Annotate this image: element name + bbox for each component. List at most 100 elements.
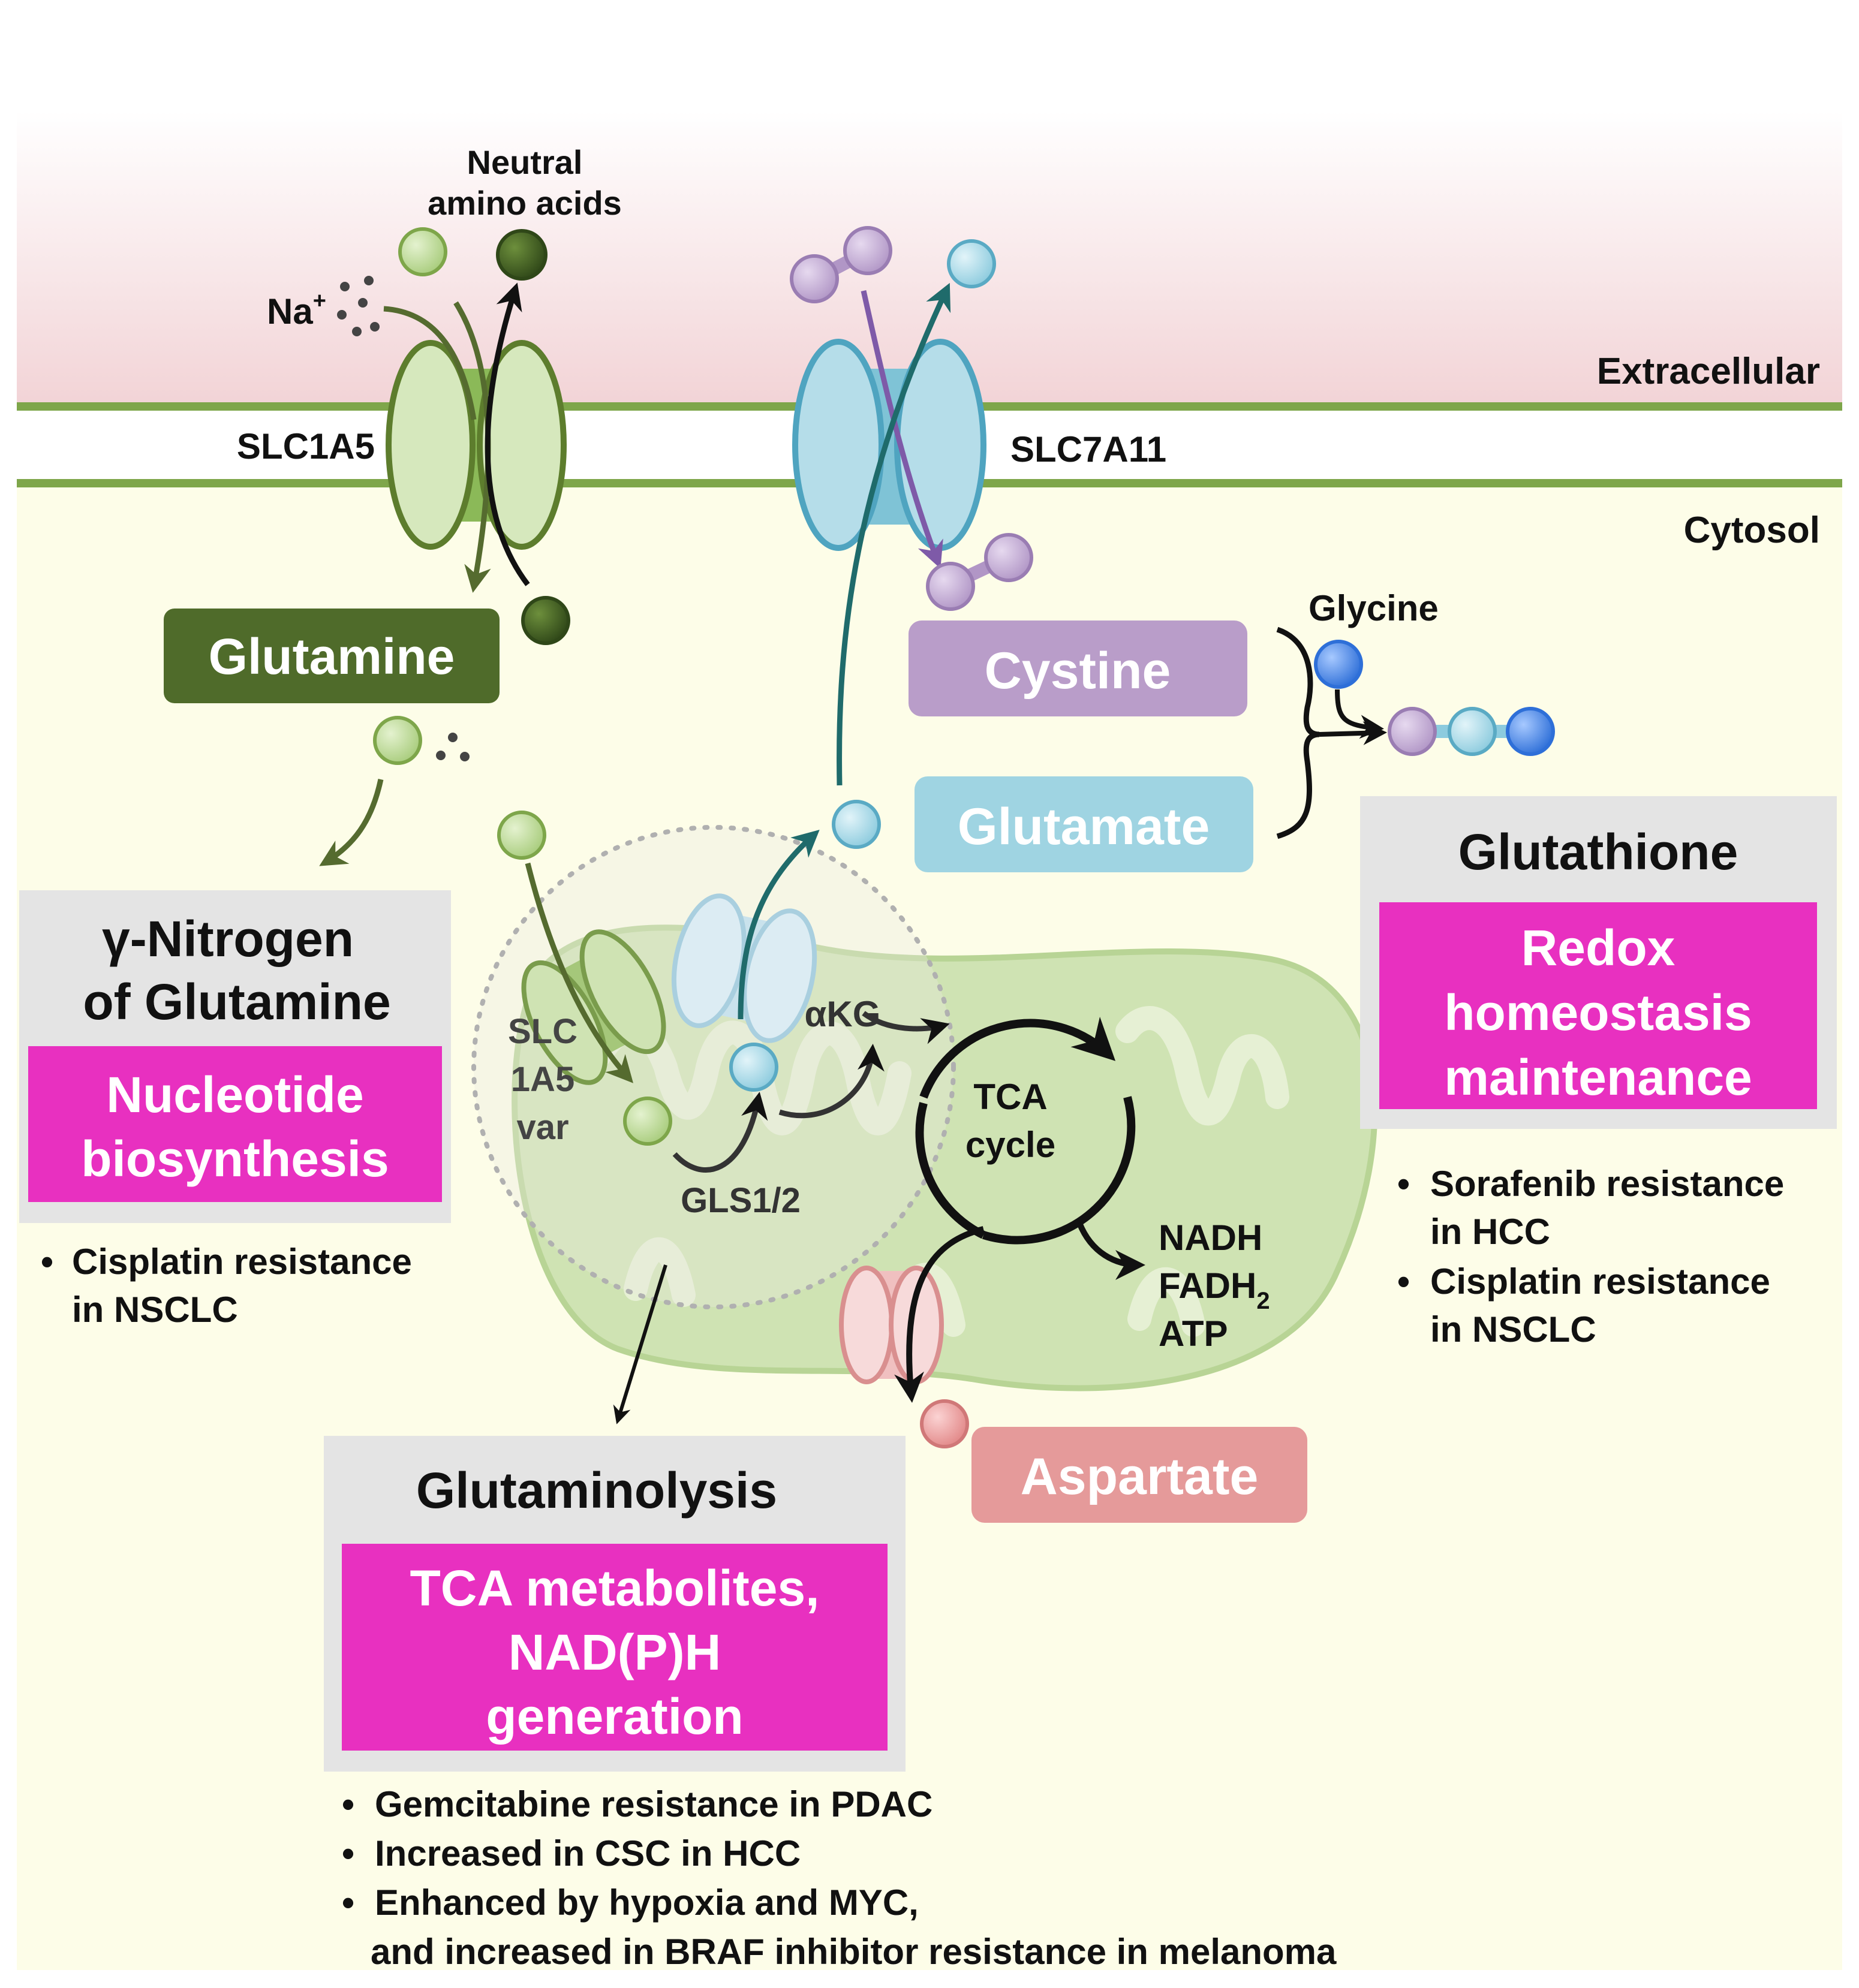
nitrogen-box-title-line2: of Glutamine [83,974,390,1030]
glutaminolysis-function-line3: generation [486,1688,743,1745]
fadh2-label: FADH2 [1159,1266,1270,1314]
glutaminolysis-function-box [342,1544,888,1751]
cystine-pill [909,621,1247,716]
glutamate-label: Glutamate [958,798,1210,856]
glutaminolysis-note-1: Gemcitabine resistance in PDAC [375,1784,932,1824]
tca-cycle [915,1016,1136,1245]
glutathione-note-1-line1: Sorafenib resistance [1430,1164,1784,1204]
arrow-glutamate-to-akg [778,1044,885,1119]
glutamate-pill [915,776,1253,872]
slc1a5-var-label: SLC 1A5 var [508,1012,577,1147]
svg-text:1A5: 1A5 [511,1060,574,1099]
neutral-amino-acids-label-line2: amino acids [428,184,622,222]
glutaminolysis-note-3-line2: and increased in BRAF inhibitor resistan… [371,1932,1337,1972]
tca-label-line1: TCA [973,1077,1047,1117]
cystine-label: Cystine [985,642,1171,700]
aspartate-transporter [839,1266,944,1384]
arrow-cystine-into-cell [861,290,943,569]
glutathione-function-line3: maintenance [1444,1049,1752,1106]
glutathione-box: Glutathione Redox homeostasis maintenanc… [1360,796,1837,1129]
glutathione-function-line1: Redox [1521,920,1675,976]
glutamate-molecule-cytosol [832,800,881,849]
arrow-tca-to-energy [1076,1222,1145,1280]
glutathione-note-1-line2: in HCC [1430,1212,1550,1252]
akg-label: αKG [805,994,881,1034]
glutamine-molecule [373,716,422,765]
cytosol-label: Cytosol [1684,510,1820,551]
arrow-tca-to-aspartate [894,1226,985,1403]
svg-text:SLC: SLC [508,1012,577,1051]
nitrogen-function-line2: biosynthesis [81,1131,389,1187]
aspartate-pill [971,1427,1307,1523]
glutathione-note-2-line1: Cisplatin resistance [1430,1261,1770,1302]
glutaminolysis-note-2: Increased in CSC in HCC [375,1833,801,1873]
cystine-molecule-cytosol [926,533,1033,611]
slc7a11-transporter [792,339,986,551]
svg-text:•: • [342,1784,354,1824]
glycine-label: Glycine [1308,588,1439,628]
glutathione-bracket [1276,626,1320,839]
arrow-akg-to-tca [862,1011,950,1044]
nitrogen-notes: • Cisplatin resistance in NSCLC [41,1242,412,1330]
ammonia-dots [436,733,470,761]
arrow-gls-reaction [672,1092,768,1173]
neutral-amino-acids-label-line1: Neutral [467,143,583,181]
mito-glutamate-transporter [671,893,817,1043]
glutaminolysis-notes: • Gemcitabine resistance in PDAC • Incre… [342,1784,1337,1972]
glutaminolysis-note-3-line1: Enhanced by hypoxia and MYC, [375,1882,919,1923]
glutaminolysis-function-line1: TCA metabolites, [410,1560,820,1616]
glutamate-molecule-extracellular [947,239,996,288]
svg-text:•: • [342,1833,354,1873]
glutaminolysis-box: Glutaminolysis TCA metabolites, NAD(P)H … [324,1436,906,1772]
glutamine-pill [164,609,500,703]
glutathione-molecule [1388,707,1555,756]
extracellular-label: Extracellular [1597,351,1820,392]
glutaminolysis-function-line2: NAD(P)H [509,1624,721,1680]
glutamine-label: Glutamine [209,628,455,685]
sodium-ion-dots [337,276,380,336]
glutamate-molecule-in-mito [729,1043,778,1092]
slc1a5-transporter [386,340,567,550]
nitrogen-note-1-line2: in NSCLC [72,1290,238,1330]
slc1a5-label: SLC1A5 [237,426,375,466]
glutamine-molecule-to-mito [497,811,546,860]
svg-text:•: • [1397,1261,1410,1302]
glutathione-box-title: Glutathione [1458,824,1738,880]
nitrogen-box: γ-Nitrogen of Glutamine Nucleotide biosy… [19,890,451,1223]
arrow-glutamate-out [837,282,951,786]
nitrogen-function-line1: Nucleotide [106,1067,363,1123]
svg-text:•: • [1397,1164,1410,1204]
arrow-glutamine-into-mito [525,862,634,1083]
arrow-na-into-cell [383,306,477,420]
glutathione-function-line2: homeostasis [1444,984,1752,1041]
glutamine-molecule-in-mito [623,1097,672,1146]
cystine-molecule-extracellular [790,226,892,303]
slc7a11-label: SLC7A11 [1010,429,1166,469]
nitrogen-note-1-line1: Cisplatin resistance [72,1242,412,1282]
glutathione-notes: • Sorafenib resistance in HCC • Cisplati… [1397,1164,1784,1350]
nitrogen-box-title-line1: γ-Nitrogen [102,911,354,967]
nadh-label: NADH [1159,1218,1262,1258]
neutral-amino-acid-dark [496,229,548,281]
nitrogen-function-box [28,1046,442,1202]
glutaminolysis-box-title: Glutaminolysis [416,1462,777,1519]
neutral-amino-acid-dark-cytosol [521,596,570,645]
tca-label-line2: cycle [965,1125,1055,1165]
aspartate-label: Aspartate [1021,1448,1259,1505]
na-ion-label: Na+ [267,288,326,332]
arrow-glutamine-to-nitrogen [319,779,384,866]
atp-label: ATP [1159,1314,1228,1354]
arrow-glutamate-out-of-mito [738,830,820,1020]
arrow-to-glutathione [1319,721,1387,745]
svg-text:•: • [342,1882,354,1923]
neutral-amino-acid-light [398,227,447,276]
arrow-amino-acid-out [485,282,530,586]
arrow-to-glutaminolysis [613,1264,667,1424]
gls-label: GLS1/2 [681,1181,801,1220]
svg-text:var: var [516,1108,568,1147]
glutathione-note-2-line2: in NSCLC [1430,1309,1596,1350]
svg-text:•: • [41,1242,53,1282]
aspartate-molecule [920,1399,969,1448]
glutathione-function-box [1379,902,1817,1109]
